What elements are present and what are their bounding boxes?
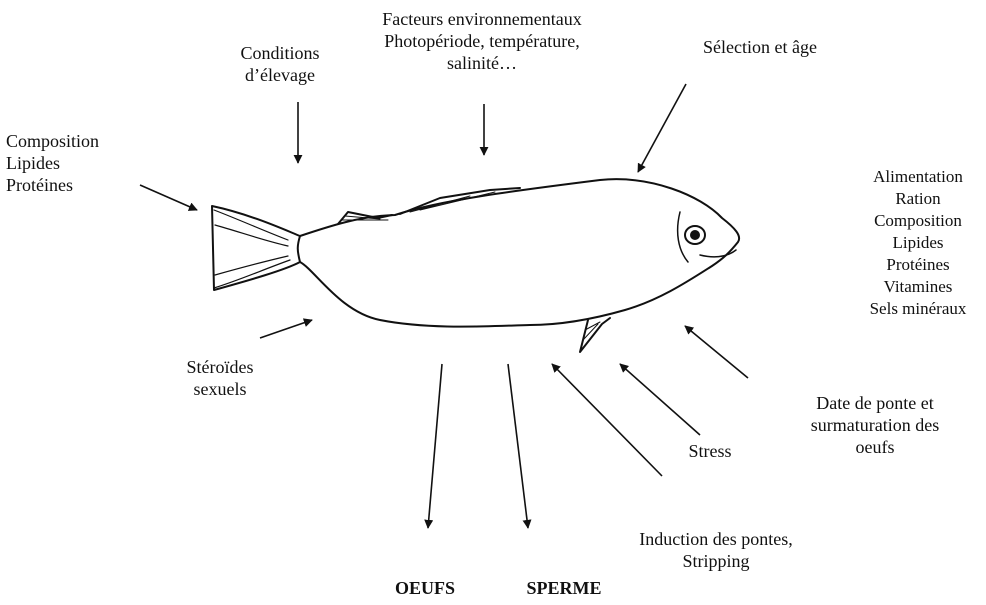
label-facteurs-environnementaux: Facteurs environnementaux Photopériode, …	[342, 8, 622, 74]
label-composition: Composition Lipides Protéines	[6, 130, 166, 196]
label-stress: Stress	[670, 440, 750, 462]
output-oeufs: OEUFS	[370, 577, 480, 599]
label-induction-pontes: Induction des pontes, Stripping	[596, 528, 836, 572]
label-conditions-elevage: Conditions d’élevage	[210, 42, 350, 86]
fish-illustration	[212, 179, 739, 352]
arrow-stress	[620, 364, 700, 435]
arrow-selection	[638, 84, 686, 172]
arrow-steroides	[260, 320, 312, 338]
arrow-date-ponte	[685, 326, 748, 378]
arrows	[140, 84, 748, 528]
arrow-induction	[552, 364, 662, 476]
label-steroides-sexuels: Stéroïdes sexuels	[160, 356, 280, 400]
arrow-sperme	[508, 364, 528, 528]
label-alimentation: Alimentation Ration Composition Lipides …	[850, 166, 986, 320]
output-sperme: SPERME	[504, 577, 624, 599]
label-selection-age: Sélection et âge	[660, 36, 860, 58]
arrow-oeufs	[428, 364, 442, 528]
label-date-ponte: Date de ponte et surmaturation des oeufs	[770, 392, 980, 458]
